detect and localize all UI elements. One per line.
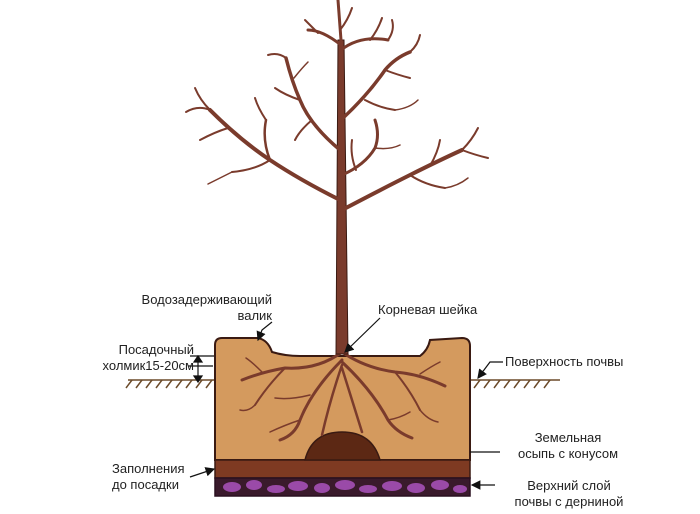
earth-cone-label-line2: осыпь с конусом	[517, 446, 619, 461]
root-collar-label: Корневая шейка	[378, 302, 478, 317]
soil-surface-left	[125, 379, 215, 389]
fill-leader	[189, 467, 216, 478]
topsoil-label-line2: почвы с дерниной	[514, 494, 624, 509]
planting-mound-label-line2: холмик15-20см	[102, 358, 194, 373]
fill-label: Заполнения до посадки	[112, 461, 185, 493]
soil-surface-leader	[477, 361, 503, 379]
tree-branches	[185, 0, 489, 212]
planting-mound-label: Посадочный холмик15-20см	[84, 342, 194, 374]
water-ridge-label: Водозадерживающий валик	[100, 292, 272, 324]
mound-height-dimension	[190, 354, 214, 384]
fill-layer	[214, 459, 471, 479]
water-ridge-label-line2: валик	[237, 308, 272, 323]
water-ridge-label-line1: Водозадерживающий	[141, 292, 272, 307]
fill-label-line1: Заполнения	[112, 461, 185, 476]
soil-surface-label: Поверхность почвы	[505, 354, 624, 369]
leader-lines	[188, 317, 503, 490]
earth-cone-label-line1: Земельная	[534, 430, 602, 445]
topsoil-label-line1: Верхний слой	[527, 478, 611, 493]
planting-mound-label-line1: Посадочный	[118, 342, 194, 357]
earth-cone-label: Земельная осыпь с конусом	[498, 430, 638, 462]
soil-surface-right	[470, 379, 560, 389]
fill-label-line2: до посадки	[112, 477, 179, 492]
water-ridge-leader	[256, 321, 273, 342]
root-collar-leader	[344, 317, 381, 353]
tree-roots	[239, 350, 447, 442]
topsoil-label: Верхний слой почвы с дерниной	[494, 478, 644, 510]
earth-cone	[304, 431, 381, 461]
topsoil-sod-clumps	[223, 480, 467, 493]
